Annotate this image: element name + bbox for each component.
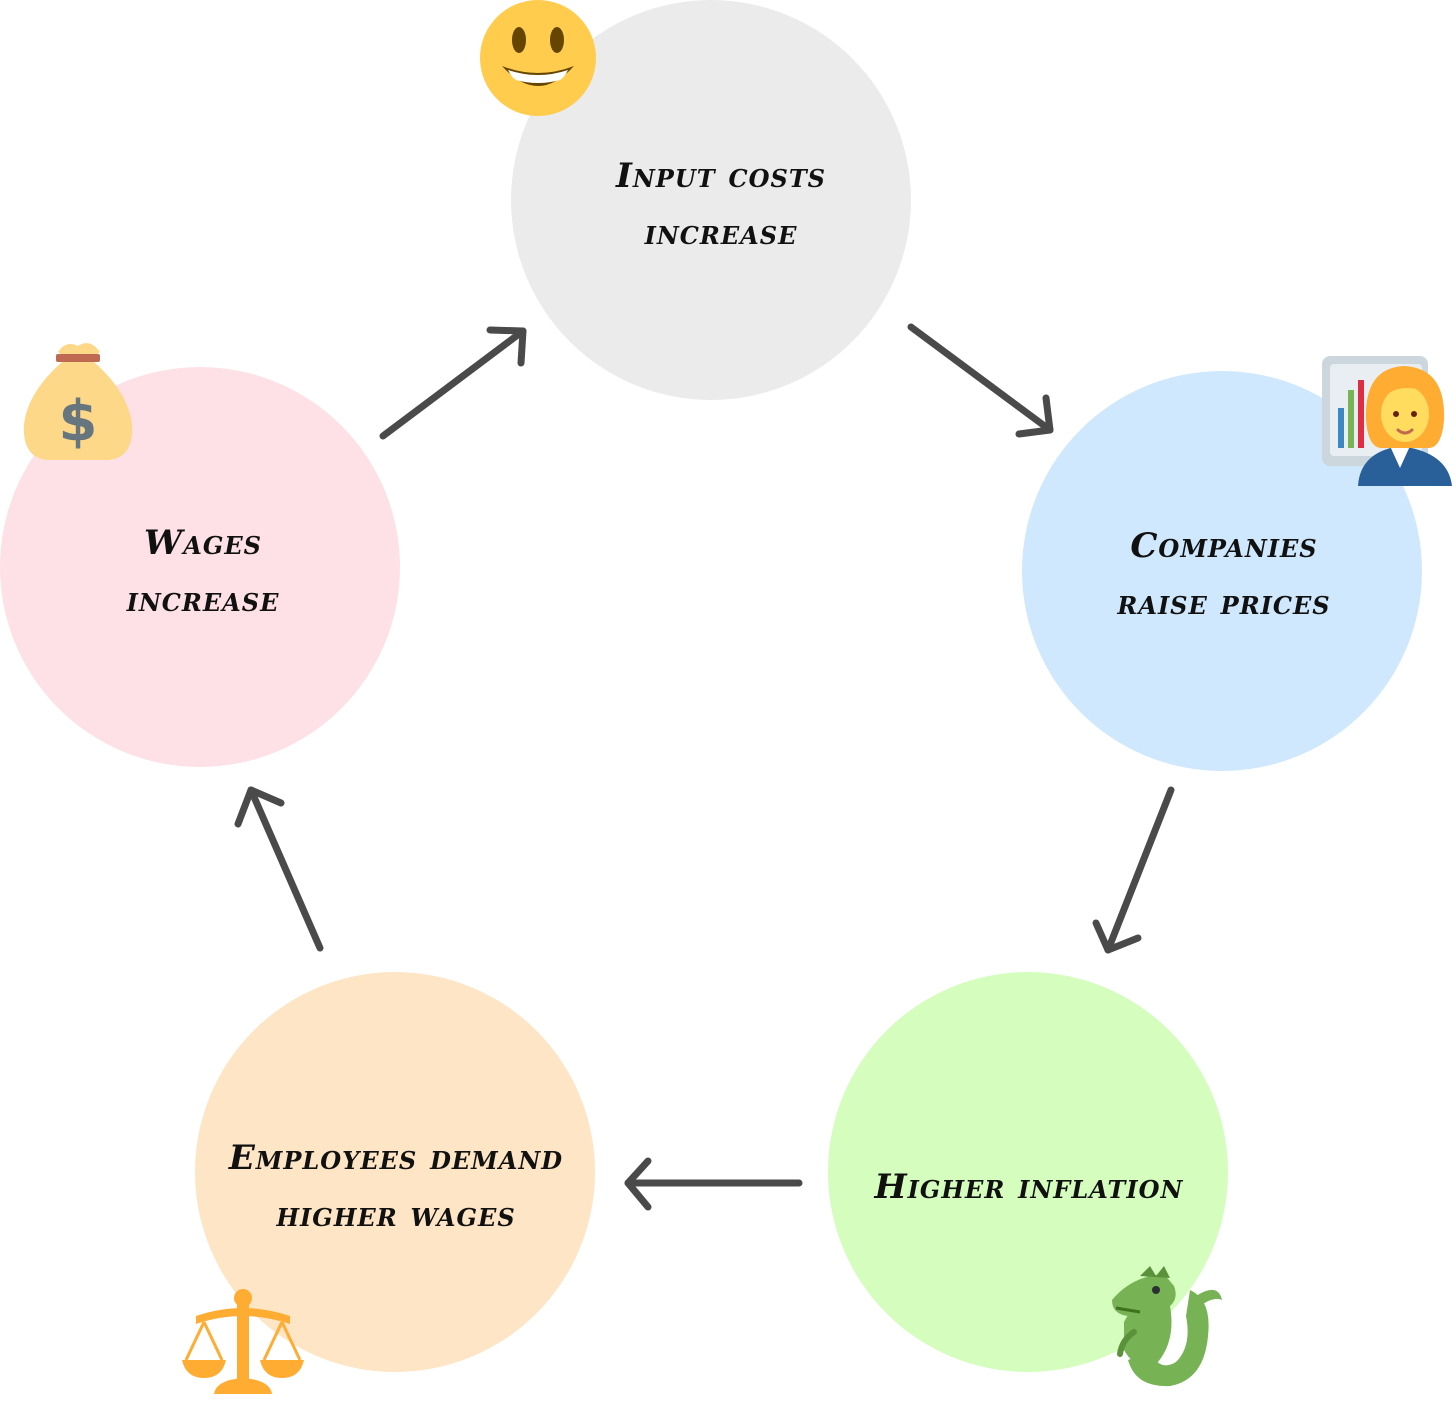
- arrow-inflation-to-employees: [624, 1157, 803, 1211]
- arrow-companies-to-inflation: [1092, 786, 1175, 954]
- node-input-costs: [511, 0, 911, 400]
- money-bag-icon: $: [23, 343, 133, 460]
- label-input-costs-line2: increase: [644, 213, 798, 253]
- label-employees-line2: higher wages: [275, 1195, 515, 1235]
- balance-scale-icon: [182, 1289, 304, 1394]
- label-wages-line1: Wages: [144, 523, 262, 563]
- smiley-icon: [480, 0, 596, 116]
- arrow-employees-to-wages: [234, 786, 324, 952]
- label-wages-line2: increase: [126, 580, 280, 620]
- node-wages: [0, 367, 400, 767]
- label-employees-line1: Employees demand: [228, 1138, 563, 1178]
- businesswoman-presenting-icon: [1322, 356, 1452, 486]
- label-companies-line1: Companies: [1130, 526, 1317, 566]
- label-inflation-line1: Higher inflation: [874, 1167, 1184, 1207]
- arrow-wages-to-input-costs: [379, 326, 527, 440]
- dragon-icon: [1112, 1266, 1222, 1387]
- node-inflation: [828, 972, 1228, 1372]
- svg-text:$: $: [59, 389, 98, 454]
- arrow-input-costs-to-companies: [907, 323, 1054, 438]
- node-employees: [195, 972, 595, 1372]
- node-companies: [1022, 371, 1422, 771]
- label-input-costs-line1: Input costs: [615, 156, 826, 196]
- label-companies-line2: raise prices: [1116, 583, 1330, 623]
